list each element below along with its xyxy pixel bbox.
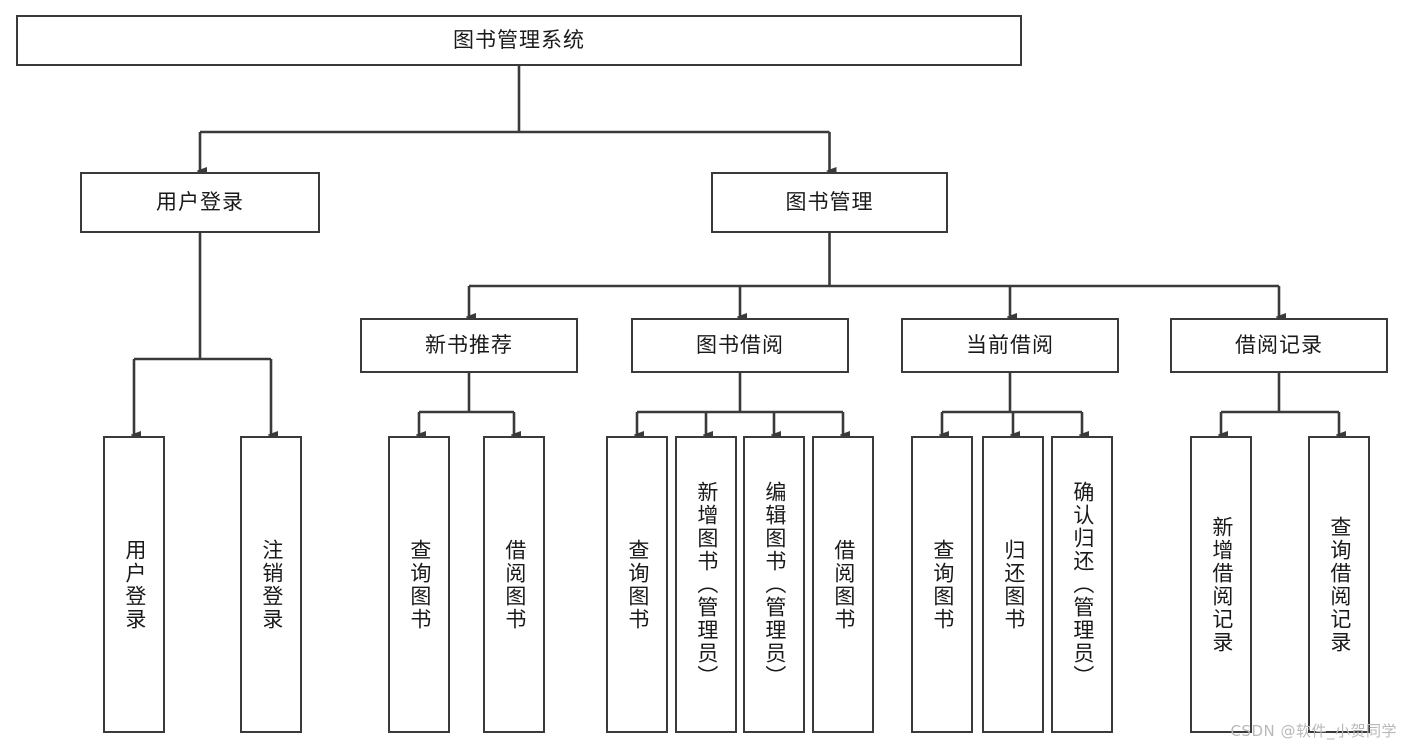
node-label: 归还图书 xyxy=(1001,538,1026,631)
node-leaf-query-book-3[interactable]: 查询图书 xyxy=(911,436,973,733)
node-root[interactable]: 图书管理系统 xyxy=(16,15,1022,66)
node-label: 借阅记录 xyxy=(1235,333,1323,358)
node-label: 查询图书 xyxy=(625,538,650,631)
node-label: 新书推荐 xyxy=(425,333,513,358)
node-label: 借阅图书 xyxy=(502,538,527,631)
node-borrow-record[interactable]: 借阅记录 xyxy=(1170,318,1388,373)
node-label: 借阅图书 xyxy=(831,538,856,631)
node-label: 注销登录 xyxy=(259,538,284,631)
node-user-login[interactable]: 用户登录 xyxy=(80,172,320,233)
node-label: 当前借阅 xyxy=(966,333,1054,358)
node-leaf-confirm-return[interactable]: 确认归还（管理员） xyxy=(1051,436,1113,733)
node-book-manage[interactable]: 图书管理 xyxy=(711,172,948,233)
node-current-borrow[interactable]: 当前借阅 xyxy=(901,318,1119,373)
node-leaf-query-book-2[interactable]: 查询图书 xyxy=(606,436,668,733)
node-label: 图书管理系统 xyxy=(453,28,585,53)
csdn-watermark: CSDN @软件_小贺同学 xyxy=(1230,722,1397,740)
node-book-borrow[interactable]: 图书借阅 xyxy=(631,318,849,373)
node-label: 新增图书（管理员） xyxy=(694,481,719,688)
node-leaf-return-book[interactable]: 归还图书 xyxy=(982,436,1044,733)
node-leaf-query-record[interactable]: 查询借阅记录 xyxy=(1308,436,1370,733)
node-label: 新增借阅记录 xyxy=(1209,515,1234,654)
node-label: 用户登录 xyxy=(156,190,244,215)
node-label: 图书管理 xyxy=(785,190,874,215)
node-leaf-user-login[interactable]: 用户登录 xyxy=(103,436,165,733)
node-leaf-edit-book[interactable]: 编辑图书（管理员） xyxy=(743,436,805,733)
node-leaf-borrow-book-2[interactable]: 借阅图书 xyxy=(812,436,874,733)
node-leaf-add-book[interactable]: 新增图书（管理员） xyxy=(675,436,737,733)
node-leaf-query-book-1[interactable]: 查询图书 xyxy=(388,436,450,733)
node-label: 查询借阅记录 xyxy=(1327,515,1352,654)
node-label: 用户登录 xyxy=(122,538,147,631)
node-label: 图书借阅 xyxy=(696,333,784,358)
node-label: 查询图书 xyxy=(930,538,955,631)
node-label: 编辑图书（管理员） xyxy=(762,481,787,688)
node-leaf-borrow-book-1[interactable]: 借阅图书 xyxy=(483,436,545,733)
node-leaf-user-logout[interactable]: 注销登录 xyxy=(240,436,302,733)
node-leaf-add-record[interactable]: 新增借阅记录 xyxy=(1190,436,1252,733)
node-new-book-recommend[interactable]: 新书推荐 xyxy=(360,318,578,373)
node-label: 确认归还（管理员） xyxy=(1070,481,1095,688)
node-label: 查询图书 xyxy=(407,538,432,631)
